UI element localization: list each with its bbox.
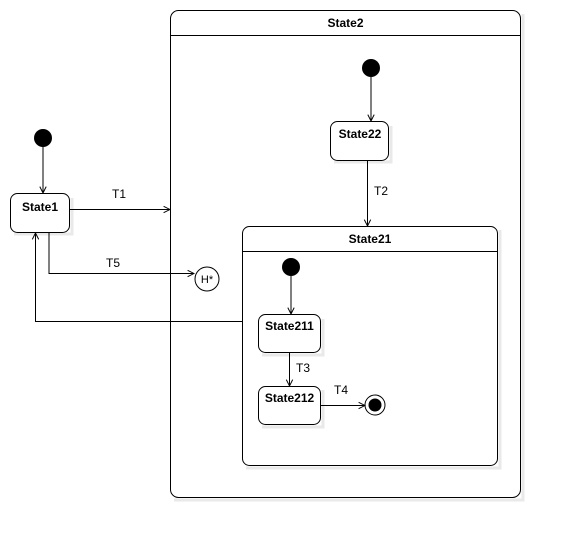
transition-t1[interactable]: T1 — [69, 187, 170, 210]
deep-history-node[interactable]: H* — [194, 266, 220, 292]
transition-t2[interactable]: T2 — [368, 161, 389, 226]
transition-t4-label: T4 — [334, 383, 348, 397]
history-label: H* — [201, 274, 214, 286]
transition-t1-label: T1 — [112, 187, 126, 201]
transition-state21-to-state1[interactable] — [36, 233, 243, 322]
state22-node[interactable]: State22 — [330, 59, 393, 164]
state212-node[interactable]: State212 — [258, 386, 325, 429]
state1-label: State1 — [22, 200, 58, 214]
transition-t3[interactable]: T3 — [290, 353, 311, 386]
final-state-icon — [364, 394, 386, 416]
state21-title: State21 — [349, 232, 392, 246]
initial-pseudostate-icon-state21 — [282, 258, 300, 276]
transition-t3-label: T3 — [296, 361, 310, 375]
transition-t4[interactable]: T4 — [321, 383, 365, 406]
transition-t2-label: T2 — [374, 184, 388, 198]
transition-t5[interactable]: T5 — [48, 233, 194, 274]
state211-node[interactable]: State211 — [258, 258, 325, 357]
initial-pseudostate-icon-outer — [34, 129, 52, 147]
initial-pseudostate-icon-state2 — [362, 59, 380, 77]
state2-title: State2 — [327, 16, 363, 30]
state212-label: State212 — [265, 391, 315, 405]
transition-t5-label: T5 — [106, 256, 120, 270]
state1-node[interactable]: State1 — [10, 129, 74, 236]
state22-label: State22 — [339, 127, 382, 141]
state211-label: State211 — [265, 319, 314, 333]
